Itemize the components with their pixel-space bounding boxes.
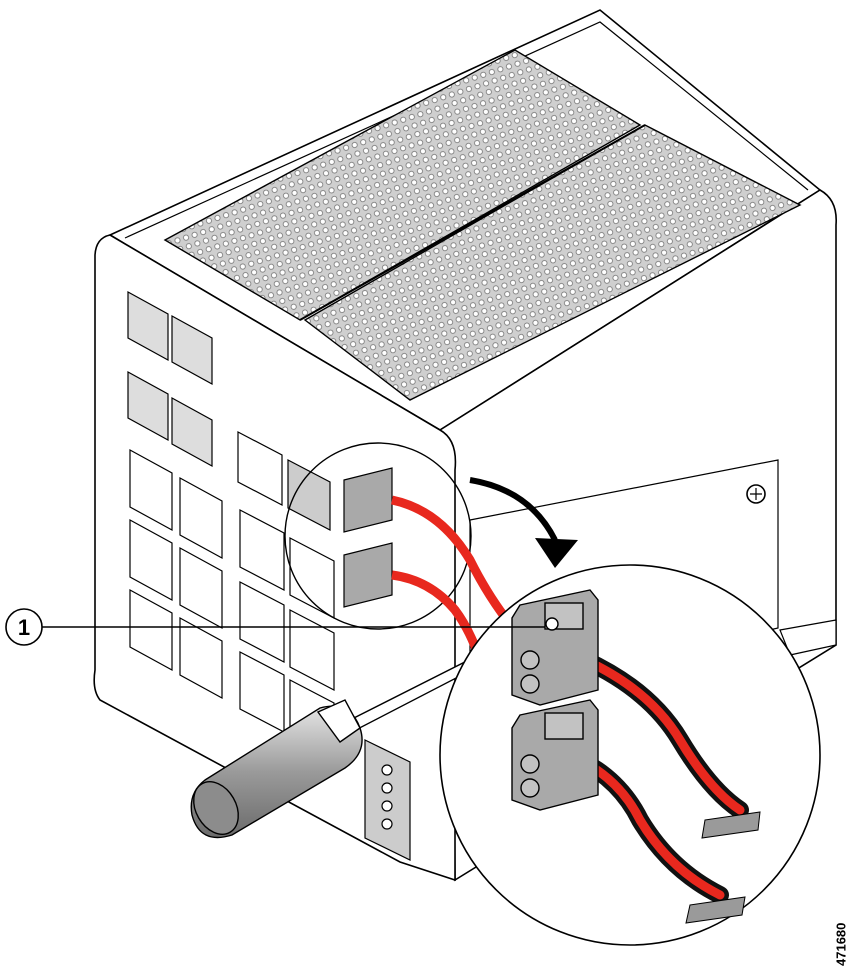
screwdriver-end-cap — [193, 781, 239, 835]
ethernet-ports-center — [237, 431, 335, 761]
top-vent-grille — [163, 49, 802, 401]
figure-id: 471680 — [833, 922, 848, 966]
small-power-connectors — [343, 467, 519, 662]
callout-1-circle — [5, 608, 43, 646]
zoom-arrow — [469, 477, 558, 542]
callout-1-number: 1 — [18, 615, 30, 640]
zoom-arrowhead — [535, 538, 578, 568]
alarm-terminal-block — [364, 739, 411, 861]
terminal-screw-upper — [545, 617, 559, 631]
detail-power-connectors — [511, 589, 599, 811]
sfp-ports — [127, 290, 213, 468]
detail-source-circle — [284, 442, 472, 630]
detail-wires — [571, 651, 749, 904]
callout-1: 1 — [5, 608, 545, 646]
detail-wire-ends — [685, 811, 761, 924]
detail-zoom-circle — [439, 564, 821, 946]
ethernet-ports-left — [129, 448, 223, 700]
